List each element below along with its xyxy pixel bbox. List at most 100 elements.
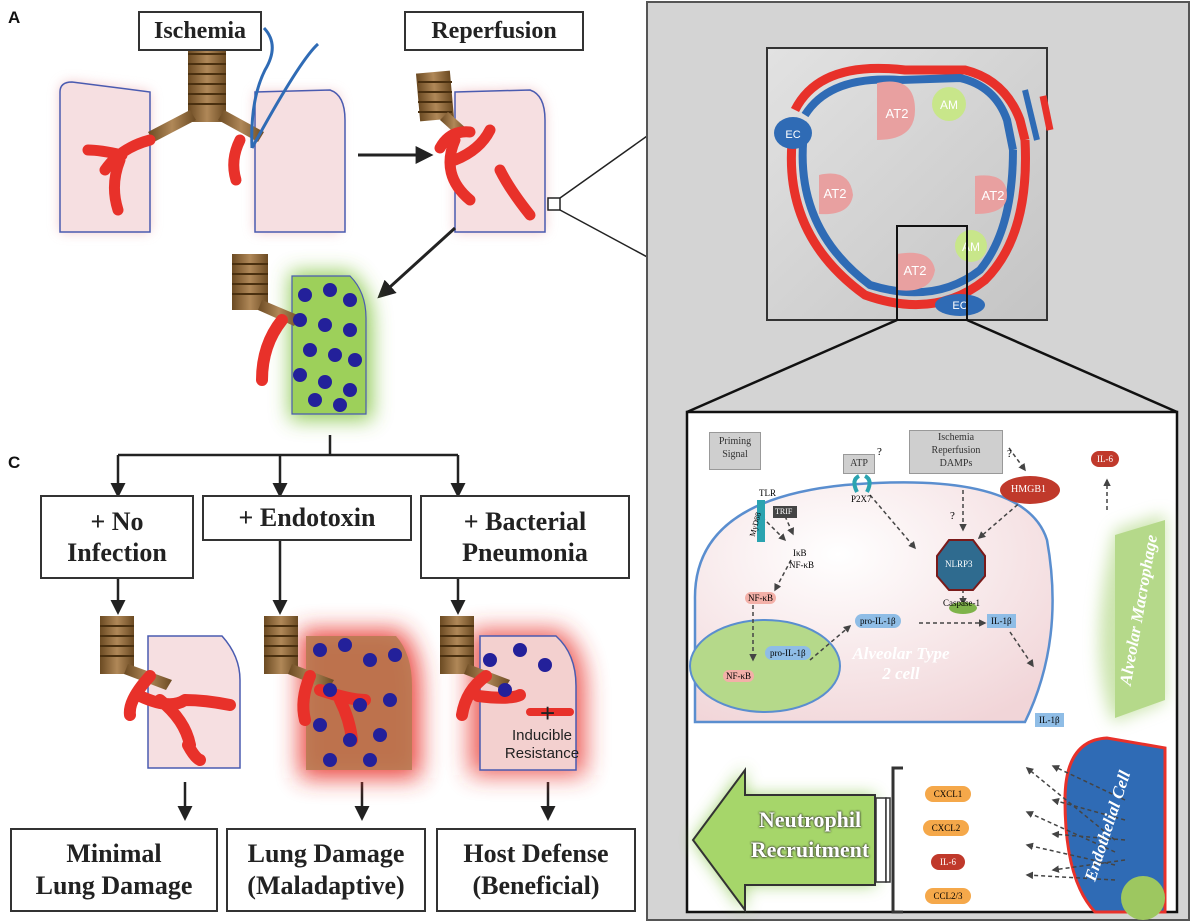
plus-sign: +: [540, 698, 555, 728]
cell-label-at2-1: AT2: [886, 106, 909, 121]
nfkb-nuclear-label: NF-κB: [723, 670, 755, 682]
neutrophil-dot: [293, 368, 307, 382]
neutrophil-dot: [333, 398, 347, 412]
pro-il1b-cyto: pro-IL-1β: [855, 614, 901, 628]
neutrophil-dot: [343, 733, 357, 747]
outcome-maladaptive-box: Lung Damage (Maladaptive): [226, 828, 426, 912]
ischemia-label: Ischemia: [138, 11, 262, 51]
pathway-labels: Priming Signal Ischemia Reperfusion DAMP…: [645, 0, 1192, 923]
priming-line2: Signal: [722, 449, 748, 460]
at2-cell-line1: Alveolar Type: [852, 644, 950, 663]
outcome-maladaptive-line1: Lung Damage: [247, 838, 405, 868]
injured-lung: [232, 254, 372, 420]
reperfusion-lung: [415, 70, 561, 233]
neutrophil-dot: [313, 643, 327, 657]
ikb-label: IκB: [793, 548, 807, 558]
lung-no-infection: [100, 616, 241, 769]
p2x7-label: P2X7: [851, 494, 872, 504]
cell-label-at2-2: AT2: [824, 186, 847, 201]
macrophage-label: Alveolar Macrophage: [1115, 533, 1162, 687]
neutrophil-dot: [348, 353, 362, 367]
neutrophil-dot: [513, 643, 527, 657]
neutrophil-line1: Neutrophil: [758, 807, 862, 832]
at2-cell-line2: 2 cell: [882, 664, 920, 684]
neutrophil-dot: [343, 383, 357, 397]
no-infection-line1: + No: [90, 506, 144, 536]
outcome-minimal-line2: Lung Damage: [35, 871, 193, 900]
neutrophil-dot: [308, 393, 322, 407]
neutrophil-dot: [483, 653, 497, 667]
neutrophil-dot: [313, 718, 327, 732]
neutrophil-dot: [298, 288, 312, 302]
neutrophil-dot: [323, 683, 337, 697]
question-2: ?: [1007, 448, 1012, 460]
at2-cell-label: Alveolar Type 2 cell: [841, 644, 961, 685]
bacterial-line2: Pneumonia: [462, 538, 588, 567]
nfkb-cyto-label: NF-κB: [745, 592, 777, 604]
neutrophil-dot: [343, 293, 357, 307]
priming-signal-box: Priming Signal: [709, 432, 761, 470]
question-1: ?: [877, 446, 882, 458]
cell-label-ec2: EC: [952, 300, 967, 312]
il1b-ext: IL-1β: [1035, 713, 1064, 727]
tlr-label: TLR: [759, 488, 776, 498]
endotoxin-box: + Endotoxin: [202, 495, 412, 541]
neutrophil-dot: [353, 698, 367, 712]
no-infection-line2: Infection: [67, 538, 167, 567]
il1b-cyto: IL-1β: [987, 614, 1016, 628]
lung-bacterial: +: [440, 616, 585, 775]
neutrophil-dot: [323, 753, 337, 767]
ischemia-lungs: [59, 26, 346, 233]
cytokine-cxcl1: CXCL1: [925, 786, 971, 802]
damps-box: Ischemia Reperfusion DAMPs: [909, 430, 1003, 474]
panel-ac-diagram: +: [59, 26, 650, 821]
cell-label-ec1: EC: [785, 129, 800, 141]
outcome-minimal-box: Minimal Lung Damage: [10, 828, 218, 912]
endothelial-label: Endothelial Cell: [1080, 768, 1135, 884]
question-3: ?: [950, 510, 955, 522]
hmgb1-label: HMGB1: [1011, 484, 1047, 495]
inducible-resistance-label: Inducible Resistance: [492, 727, 592, 763]
neutrophil-dot: [343, 323, 357, 337]
neutrophil-dot: [318, 318, 332, 332]
outcome-host-line2: (Beneficial): [472, 871, 600, 900]
neutrophil-dot: [363, 753, 377, 767]
neutrophil-dot: [538, 658, 552, 672]
neutrophil-dot: [318, 375, 332, 389]
neutrophil-dot: [388, 648, 402, 662]
neutrophil-dot: [373, 728, 387, 742]
priming-line1: Priming: [718, 436, 752, 447]
neutrophil-dot: [383, 693, 397, 707]
il6-mac: IL-6: [1091, 451, 1119, 467]
cell-label-at2-3: AT2: [982, 188, 1005, 203]
caspase-label: Caspase-1: [943, 598, 980, 608]
bacterial-line1: + Bacterial: [463, 506, 587, 536]
cytokine-cxcl2: CXCL2: [923, 820, 969, 836]
cytokine-ccl23: CCL2/3: [925, 888, 971, 904]
atp-box: ATP: [843, 454, 875, 474]
neutrophil-dot: [338, 638, 352, 652]
trif-label: TRIF: [775, 507, 793, 516]
panel-label-c: C: [8, 453, 21, 472]
cell-label-at2-4: AT2: [904, 263, 927, 278]
neutrophil-dot: [328, 348, 342, 362]
cytokine-il6: IL-6: [931, 854, 965, 870]
nfkb-complex-label: NF-κB: [789, 560, 815, 570]
inducible-line2: Resistance: [504, 745, 580, 762]
neutrophil-dot: [323, 283, 337, 297]
cell-label-am1: AM: [940, 98, 958, 112]
nlrp3-label: NLRP3: [945, 559, 973, 569]
damps-line3: DAMPs: [939, 458, 973, 469]
neutrophil-recruitment-label: Neutrophil Recruitment: [745, 805, 875, 864]
neutrophil-dot: [303, 343, 317, 357]
myd88-label: MyD88: [747, 511, 764, 538]
damps-line1: Ischemia: [937, 432, 975, 443]
outcome-minimal-line1: Minimal: [66, 838, 162, 868]
pro-il1b-nuc: pro-IL-1β: [765, 646, 811, 660]
reperfusion-label: Reperfusion: [404, 11, 584, 51]
damps-line2: Reperfusion: [931, 445, 981, 456]
neutrophil-line2: Recruitment: [750, 836, 870, 862]
outcome-maladaptive-line2: (Maladaptive): [247, 871, 405, 900]
inducible-line1: Inducible: [511, 727, 573, 744]
no-infection-box: + No Infection: [40, 495, 194, 579]
